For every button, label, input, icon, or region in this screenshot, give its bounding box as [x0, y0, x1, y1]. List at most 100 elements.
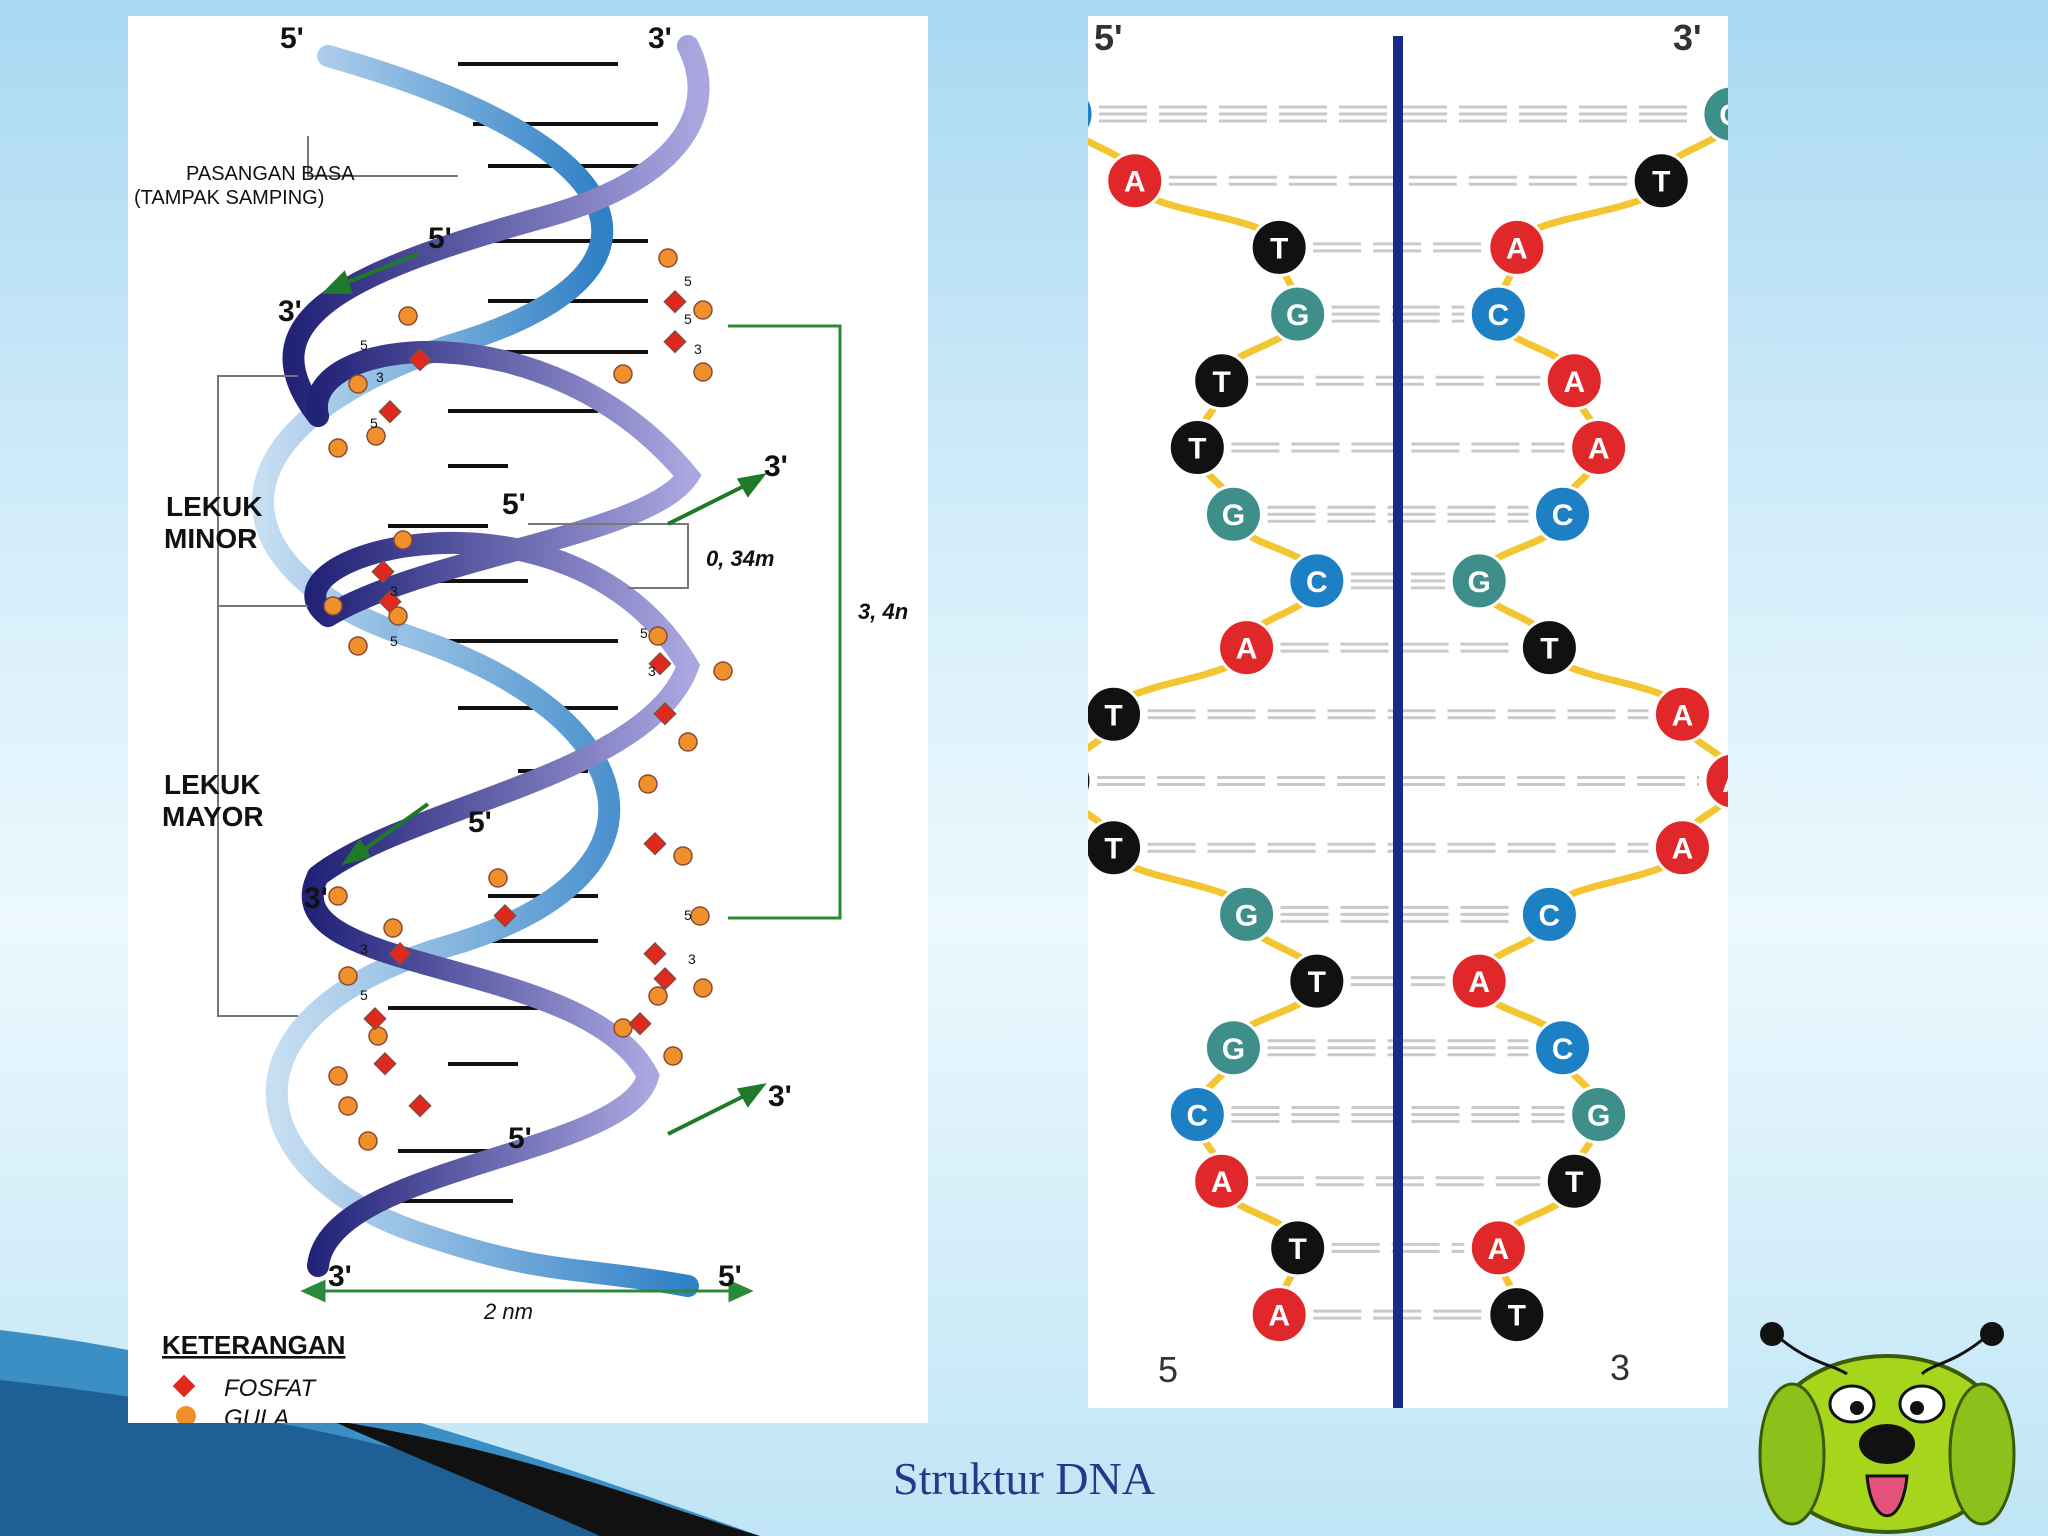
base-C-left-circle	[1088, 95, 1095, 133]
major-groove-label: LEKUK	[164, 769, 260, 800]
base-C-right-circle	[1519, 884, 1579, 944]
legend-sugar-label: GULA	[224, 1405, 289, 1423]
base-T-left-circle	[1088, 765, 1093, 797]
base-left-label: T	[1308, 966, 1326, 999]
minor-groove-label-sub: MINOR	[164, 523, 257, 554]
base-right-label: A	[1487, 1233, 1509, 1266]
slide-caption: Struktur DNA	[893, 1453, 1155, 1504]
number-label: 3	[376, 369, 384, 385]
base-right-label: A	[1563, 366, 1585, 399]
mascot-image	[1758, 1322, 2016, 1534]
base-pair-label-sub: (TAMPAK SAMPING)	[134, 187, 324, 209]
number-label: 5	[684, 311, 692, 327]
base-G-right-circle	[1449, 551, 1509, 611]
base-A-right-circle	[1544, 351, 1604, 411]
base-left-label: T	[1289, 1233, 1307, 1266]
top-right-end-label: 3'	[648, 22, 672, 55]
width-arrow	[300, 1279, 754, 1303]
base-right-label: T	[1540, 633, 1558, 666]
helix-strands	[252, 35, 710, 1297]
base-T-left-circle	[1192, 351, 1252, 411]
base-right-label: G	[1467, 566, 1490, 599]
base-T-right-circle	[1519, 618, 1579, 678]
number-label: 5	[370, 415, 378, 431]
base-A-right-circle	[1449, 951, 1509, 1011]
base-right-label: T	[1565, 1166, 1583, 1199]
base-right-label: A	[1722, 766, 1728, 799]
base-G-right-circle	[1701, 84, 1728, 144]
bottom-right-end-label: 3	[1610, 1347, 1630, 1388]
arrow-to-label: 3'	[764, 450, 788, 483]
base-A-right-circle	[1487, 217, 1547, 277]
arrow-to-label: 3'	[768, 1080, 792, 1113]
base-T-left-circle	[1249, 217, 1309, 277]
base-C-right-circle	[1533, 484, 1593, 544]
top-right-end-label: 3'	[1673, 17, 1702, 58]
legend-phosphate-label: FOSFAT	[224, 1375, 317, 1402]
sugar-symbol	[176, 1406, 196, 1423]
base-pair-ladder-diagram: CGATTAGCTATAGCCGATTATATAGCTAGCCGATTAAT 5…	[1088, 16, 1728, 1408]
base-right-label: A	[1588, 433, 1610, 466]
arrow-from-label: 5'	[468, 806, 492, 839]
top-left-end-label: 5'	[1094, 17, 1123, 58]
base-C-left-circle	[1167, 1085, 1227, 1144]
top-left-end-label: 5'	[280, 22, 304, 55]
rise-label: 0, 34m	[706, 546, 775, 571]
base-left-label: C	[1306, 566, 1328, 599]
double-helix-diagram: 5 5 3 5 3 5 3 5 5 3 5 3 3 5	[128, 16, 928, 1423]
base-right-label: A	[1468, 966, 1490, 999]
base-left-label: T	[1104, 699, 1122, 732]
base-G-left-circle	[1217, 884, 1277, 944]
arrow-to-label: 3'	[278, 295, 302, 328]
number-label: 3	[648, 663, 656, 679]
base-left-label: C	[1186, 1100, 1208, 1133]
base-A-right-circle	[1652, 818, 1712, 878]
base-right-label: G	[1587, 1100, 1610, 1133]
base-T-left-circle	[1268, 1218, 1328, 1278]
base-T-right-circle	[1631, 151, 1691, 211]
base-left-label: G	[1222, 499, 1245, 532]
base-G-left-circle	[1268, 284, 1328, 344]
base-left-label: A	[1124, 166, 1146, 199]
base-left-label: T	[1188, 433, 1206, 466]
base-left-label: T	[1270, 232, 1288, 265]
groove-brackets	[217, 136, 689, 1017]
base-A-right-circle	[1652, 684, 1712, 744]
base-left-label: A	[1236, 633, 1258, 666]
bottom-right-end-label: 5'	[718, 1260, 742, 1293]
base-T-right-circle	[1544, 1151, 1604, 1211]
arrow-from-label: 5'	[502, 488, 526, 521]
base-pair-label: PASANGAN BASA	[186, 163, 355, 185]
base-right-label: C	[1552, 1033, 1574, 1066]
base-left-label: A	[1268, 1300, 1290, 1333]
base-right-label: A	[1672, 699, 1694, 732]
phosphate-symbol	[172, 1374, 196, 1398]
bottom-left-end-label: 3'	[328, 1260, 352, 1293]
bottom-left-end-label: 5	[1158, 1349, 1178, 1390]
number-label: 5	[360, 337, 368, 353]
number-label: 3	[360, 941, 368, 957]
width-label: 2 nm	[483, 1299, 533, 1324]
base-T-right-circle	[1487, 1285, 1547, 1345]
base-G-right-circle	[1569, 1085, 1629, 1144]
base-A-left-circle	[1217, 618, 1277, 678]
base-right-label: A	[1672, 833, 1694, 866]
base-right-label: A	[1506, 232, 1528, 265]
number-label: 5	[390, 633, 398, 649]
base-G-left-circle	[1203, 1018, 1263, 1078]
major-groove-label-sub: MAYOR	[162, 801, 264, 832]
number-label: 5	[640, 625, 648, 641]
sugar-phosphate-backbone: 5 5 3 5 3 5 3 5 5 3 5 3 3 5	[323, 248, 733, 1151]
base-G-left-circle	[1203, 484, 1263, 544]
number-label: 3	[694, 341, 702, 357]
number-label: 3	[390, 583, 398, 599]
base-A-left-circle	[1105, 151, 1165, 211]
base-left-label: G	[1235, 899, 1258, 932]
number-label: 3	[688, 951, 696, 967]
base-T-left-circle	[1287, 951, 1347, 1011]
number-label: 5	[684, 273, 692, 289]
number-label: 5	[684, 907, 692, 923]
base-A-left-circle	[1192, 1151, 1252, 1211]
minor-groove-label: LEKUK	[166, 491, 262, 522]
base-C-right-circle	[1468, 284, 1528, 344]
